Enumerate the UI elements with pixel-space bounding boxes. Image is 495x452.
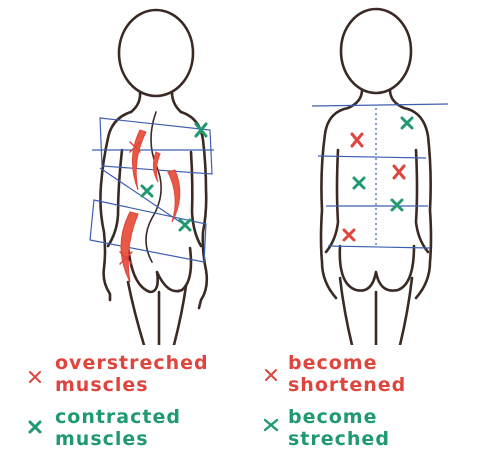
right-guides — [312, 104, 448, 248]
left-spine — [146, 112, 161, 262]
right-body-contour-left — [321, 108, 348, 298]
left-arm-inner-left — [108, 150, 122, 246]
legend-contracted-line1: contracted — [55, 406, 181, 428]
right-arm-inner-left — [326, 150, 338, 252]
green-x-icon — [263, 418, 279, 432]
legend-stretched-line2: streched — [288, 428, 390, 450]
red-x-icon — [28, 370, 42, 384]
right-figure — [321, 9, 431, 345]
green-x-icon — [28, 420, 42, 434]
legend-stretched-line1: become — [288, 406, 378, 428]
left-arm-inner-right — [191, 152, 201, 246]
right-arm-inner-right — [416, 150, 428, 252]
left-figure — [100, 10, 206, 345]
red-x-icon — [264, 368, 278, 382]
legend-shortened-line2: shortened — [288, 374, 406, 396]
right-head — [341, 9, 411, 93]
left-head — [119, 10, 193, 96]
right-buttocks — [340, 246, 414, 291]
legend-overstretched-line1: overstreched — [55, 352, 209, 374]
right-green-x-marks — [354, 118, 412, 210]
legend-contracted-line2: muscles — [55, 428, 149, 450]
legend-shortened-line1: become — [288, 352, 378, 374]
figures-illustration — [0, 0, 495, 345]
legend-overstretched-line2: muscles — [55, 374, 149, 396]
left-body-contour-right — [181, 112, 207, 308]
